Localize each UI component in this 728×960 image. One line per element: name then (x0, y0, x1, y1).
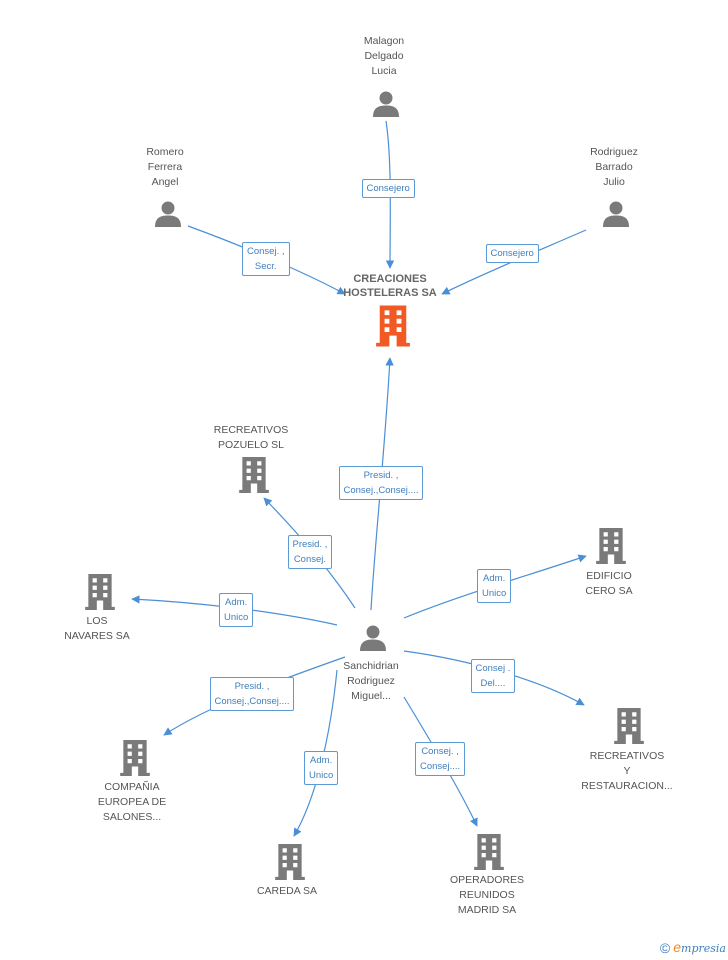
role-line: Presid. , (363, 470, 399, 481)
node-label-line: SALONES... (102, 811, 162, 823)
careda-building-icon[interactable] (275, 844, 305, 880)
role-line: Consejero (490, 247, 534, 259)
node-label-los-navares[interactable]: LOS NAVARES SA (22, 614, 172, 644)
node-label-compania-europea[interactable]: COMPAÑIA EUROPEA DE SALONES... (57, 780, 207, 825)
role-badge-romero-to-creaciones[interactable]: Consej. , Secr. (242, 242, 290, 276)
compania-europea-building-icon[interactable] (120, 740, 150, 776)
node-label-line: NAVARES SA (64, 630, 130, 642)
creaciones-building-icon[interactable] (376, 305, 410, 347)
role-badge-sanchidrian-to-recreativos_restauracion[interactable]: Consej . Del.... (470, 659, 516, 693)
role-line: Adm. (483, 573, 506, 584)
operadores-building-icon[interactable] (474, 834, 504, 870)
role-line: Consej.,Consej.... (343, 485, 419, 496)
role-badge-sanchidrian-to-operadores[interactable]: Consej. , Consej.... (415, 742, 466, 776)
node-label-line: CAREDA SA (256, 885, 318, 897)
node-label-line: Sanchidrian (343, 660, 399, 672)
node-label-line: EUROPEA DE (97, 796, 167, 808)
role-line: Consejero (366, 182, 410, 194)
node-label-line: Romero (146, 146, 184, 158)
romero-person-icon[interactable] (155, 201, 181, 228)
role-badge-sanchidrian-to-recreativos_pozuelo[interactable]: Presid. , Consej. (287, 535, 333, 569)
recreativos-restauracion-building-icon[interactable] (614, 708, 644, 744)
node-label-recreativos-restauracion[interactable]: RECREATIVOS Y RESTAURACION... (552, 749, 702, 794)
node-label-line: COMPAÑIA (104, 781, 160, 793)
node-label-line: Rodriguez (347, 675, 395, 687)
recreativos-pozuelo-building-icon[interactable] (239, 457, 269, 493)
node-label-line: Ferrera (147, 161, 183, 173)
node-label-line: RESTAURACION... (581, 780, 673, 792)
role-badge-malagon-to-creaciones[interactable]: Consejero (361, 178, 415, 198)
node-label-line: RECREATIVOS (589, 750, 665, 762)
node-label-line: Rodriguez (590, 146, 638, 158)
node-label-line: REUNIDOS (459, 889, 515, 901)
role-line: Unico (482, 588, 507, 599)
role-line: Consej.,Consej.... (214, 696, 290, 707)
role-line: Consej. (293, 554, 327, 565)
node-label-line: MADRID SA (457, 904, 517, 916)
node-label-line: Malagon (363, 35, 405, 47)
role-line: Consej . (475, 663, 511, 674)
malagon-person-icon[interactable] (373, 91, 399, 118)
role-line: Presid. , (234, 681, 270, 692)
sanchidrian-person-icon[interactable] (360, 625, 386, 652)
node-label-operadores[interactable]: OPERADORES REUNIDOS MADRID SA (412, 873, 562, 918)
node-label-line: HOSTELERAS SA (343, 287, 437, 299)
node-label-line: RECREATIVOS (213, 424, 289, 436)
node-label-line: Lucia (371, 65, 397, 77)
role-badge-sanchidrian-to-compania_europea[interactable]: Presid. , Consej.,Consej.... (209, 677, 295, 711)
node-label-line: Julio (603, 176, 625, 188)
role-badge-sanchidrian-to-careda[interactable]: Adm. Unico (304, 751, 339, 785)
node-label-line: CERO SA (585, 585, 633, 597)
brand-logo-text: mpresia (681, 942, 726, 955)
brand-logo-initial: e (673, 939, 682, 955)
role-badge-sanchidrian-to-edificio_cero[interactable]: Adm. Unico (477, 569, 512, 603)
footer-brand: ©empresia (660, 939, 726, 956)
role-line: Unico (224, 612, 249, 623)
node-label-edificio-cero[interactable]: EDIFICIO CERO SA (534, 569, 684, 599)
role-line: Presid. , (292, 539, 328, 550)
node-label-creaciones[interactable]: CREACIONES HOSTELERAS SA (315, 272, 465, 300)
node-label-line: Delgado (364, 50, 404, 62)
role-line: Consej.... (420, 761, 461, 772)
role-line: Consej. , (247, 246, 285, 257)
copyright-icon: © (659, 940, 671, 956)
node-label-line: CREACIONES (353, 273, 427, 285)
node-label-line: EDIFICIO (586, 570, 632, 582)
role-line: Adm. (310, 755, 333, 766)
node-label-line: Angel (151, 176, 179, 188)
role-badge-rodriguez-to-creaciones[interactable]: Consejero (485, 243, 539, 263)
node-label-recreativos-pozuelo[interactable]: RECREATIVOS POZUELO SL (176, 423, 326, 453)
node-label-line: Barrado (595, 161, 633, 173)
los-navares-building-icon[interactable] (85, 574, 115, 610)
rodriguez-person-icon[interactable] (603, 201, 629, 228)
role-line: Adm. (225, 597, 248, 608)
role-line: Consej. , (421, 746, 459, 757)
node-label-line: Miguel... (351, 690, 391, 702)
role-line: Del.... (480, 678, 506, 689)
edificio-cero-building-icon[interactable] (596, 528, 626, 564)
role-badge-sanchidrian-to-los_navares[interactable]: Adm. Unico (219, 593, 254, 627)
node-label-careda[interactable]: CAREDA SA (212, 884, 362, 899)
node-label-line: LOS (86, 615, 108, 627)
node-label-line: POZUELO SL (218, 439, 284, 451)
role-line: Secr. (254, 261, 277, 272)
role-badge-sanchidrian-to-creaciones[interactable]: Presid. , Consej.,Consej.... (338, 466, 424, 500)
role-line: Unico (309, 770, 334, 781)
node-label-line: Y (623, 765, 631, 777)
node-label-line: OPERADORES (449, 874, 525, 886)
